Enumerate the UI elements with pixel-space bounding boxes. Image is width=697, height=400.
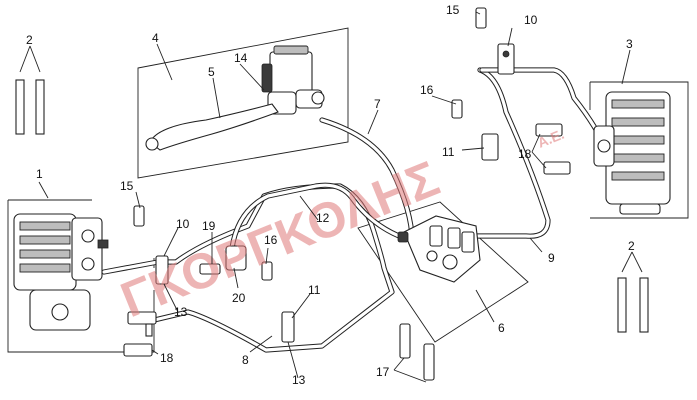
callout-12: 12: [316, 211, 330, 225]
callout-19: 19: [202, 219, 216, 233]
callout-11-top: 11: [442, 145, 455, 159]
callout-7: 7: [374, 97, 381, 111]
abs-modulator: [397, 215, 481, 283]
callout-14: 14: [234, 51, 248, 65]
callout-16-bottom: 16: [264, 233, 278, 247]
callout-1: 1: [36, 167, 43, 181]
callout-labels: 1 2 2 3 4 5 6 7 8 9 10 10 11 11 12 13 13…: [26, 3, 635, 387]
callout-6: 6: [498, 321, 505, 335]
callout-8: 8: [242, 353, 249, 367]
callout-15-left: 15: [120, 179, 134, 193]
pipe-clamps: [155, 43, 515, 343]
callout-16-top: 16: [420, 83, 434, 97]
callout-2-left: 2: [26, 33, 33, 47]
left-caliper: [13, 213, 109, 331]
right-caliper: [593, 91, 671, 215]
callout-13-bottom: 13: [292, 373, 306, 387]
callout-20: 20: [232, 291, 246, 305]
callout-10-left: 10: [176, 217, 190, 231]
callout-4: 4: [152, 31, 159, 45]
master-cylinder-box: [137, 27, 349, 179]
brake-lever: [145, 103, 279, 151]
callout-18-right: 18: [518, 147, 532, 161]
brake-pipes: [101, 67, 605, 353]
callout-9: 9: [548, 251, 555, 265]
callout-11-bottom: 11: [308, 283, 321, 297]
callout-3: 3: [626, 37, 633, 51]
leader-lines: [19, 11, 643, 383]
callout-18-left: 18: [160, 351, 174, 365]
svg-text:ΓΚΟΡΓΚΟΛΗΣ: ΓΚΟΡΓΚΟΛΗΣ: [113, 150, 446, 328]
callout-10-top: 10: [524, 13, 538, 27]
callout-13-left: 13: [174, 305, 188, 319]
callout-2-right: 2: [628, 239, 635, 253]
bleeder-symbol-right: [617, 277, 649, 333]
bleeder-symbol-left: [15, 79, 45, 135]
bolts: [123, 7, 571, 381]
callout-17: 17: [376, 365, 390, 379]
right-caliper-box: [589, 81, 689, 219]
callout-5: 5: [208, 65, 215, 79]
callout-15-top: 15: [446, 3, 460, 17]
abs-unit-box: [357, 201, 529, 343]
